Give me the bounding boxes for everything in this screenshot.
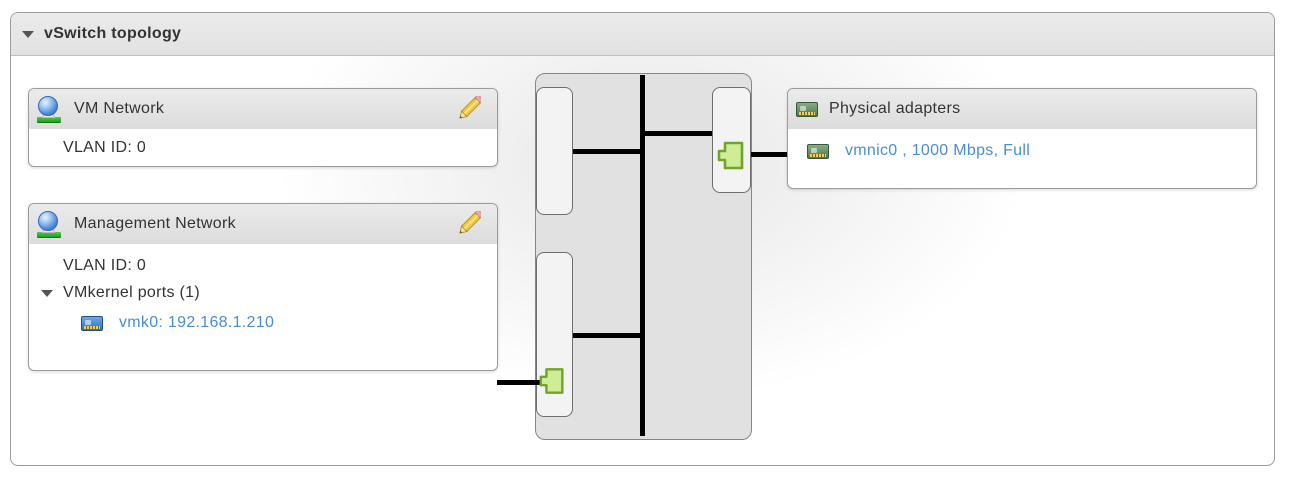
portgroup-header-management: Management Network [29, 204, 497, 244]
portgroup-title: VM Network [74, 100, 165, 117]
pencil-icon [459, 209, 484, 240]
edit-portgroup-button[interactable] [459, 94, 484, 125]
expand-triangle-icon[interactable] [41, 290, 53, 297]
connection-line-vmkernel [497, 380, 541, 385]
physical-adapters-box: Physical adapters vmnic0 , 1000 Mbps, Fu… [787, 88, 1257, 189]
connection-line-management [573, 333, 641, 338]
vmnic-icon [807, 143, 829, 159]
vmkernel-port-row: vmk0: 192.168.1.210 [63, 314, 483, 332]
vlan-id-label: VLAN ID: 0 [63, 257, 147, 274]
collapse-triangle-icon[interactable] [22, 30, 34, 38]
physical-adapter-row: vmnic0 , 1000 Mbps, Full [807, 142, 1256, 160]
portgroup-title: Management Network [74, 215, 236, 232]
vmkernel-nic-icon [81, 315, 103, 331]
vswitch-bus-line [640, 75, 645, 436]
connection-line-uplink [645, 131, 712, 136]
portgroup-box-management-network: Management Network VLAN ID: 0 [28, 203, 498, 371]
pencil-icon [459, 94, 484, 125]
physical-adapter-icon [796, 101, 818, 117]
panel-header[interactable]: vSwitch topology [11, 13, 1274, 56]
portgroup-header-vm-network: VM Network [29, 89, 497, 129]
edit-portgroup-button[interactable] [459, 209, 484, 240]
vmkernel-port-connector-icon [538, 366, 567, 396]
vmnic0-link[interactable]: vmnic0 , 1000 Mbps, Full [845, 142, 1031, 159]
vlan-id-label: VLAN ID: 0 [63, 139, 147, 156]
network-globe-icon [37, 95, 62, 123]
physical-adapters-title: Physical adapters [829, 100, 961, 117]
connection-line-physical [751, 152, 788, 157]
network-globe-icon [37, 210, 62, 238]
portgroup-box-vm-network: VM Network VLAN ID: 0 [28, 88, 498, 167]
vmkernel-ports-row: VMkernel ports (1) [41, 284, 483, 302]
connection-line-vm-network [573, 149, 641, 154]
uplink-slot [712, 87, 751, 193]
vmk0-link[interactable]: vmk0: 192.168.1.210 [119, 314, 275, 331]
panel-title: vSwitch topology [44, 25, 182, 42]
port-slot-vm-network [536, 87, 573, 215]
uplink-port-connector-icon [716, 140, 747, 171]
physical-adapters-header: Physical adapters [788, 89, 1256, 129]
vmkernel-ports-label: VMkernel ports (1) [63, 284, 200, 301]
